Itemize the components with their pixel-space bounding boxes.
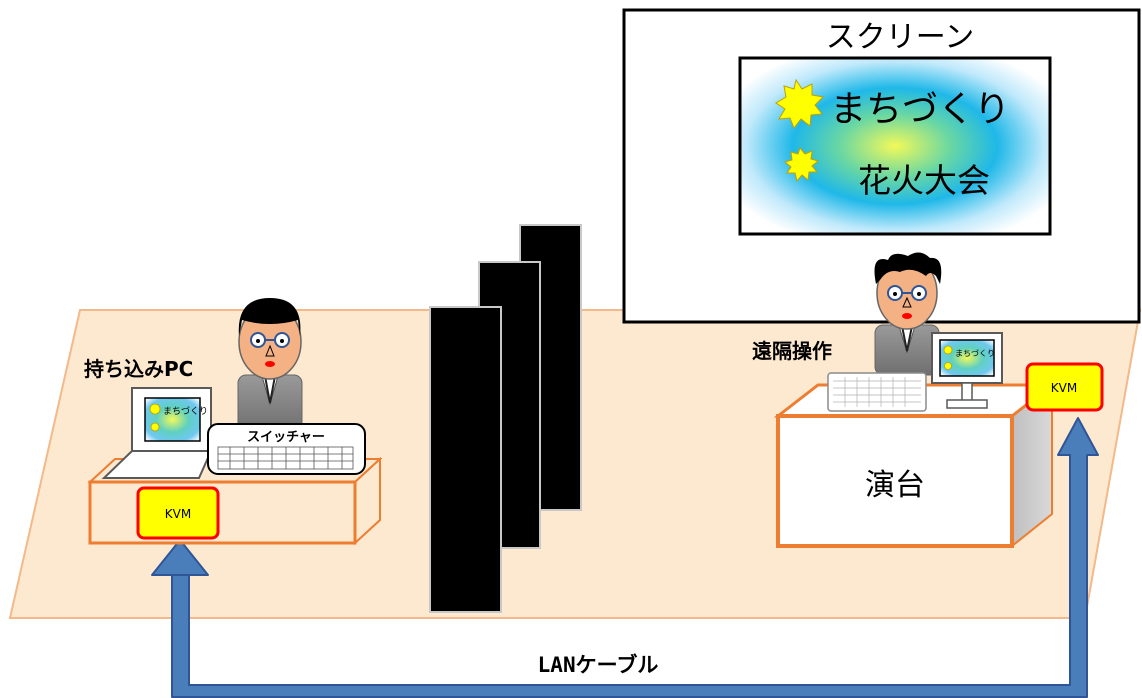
right-kvm: KVM [1025,362,1104,412]
laptop-screen-text: まちづくり [163,406,208,417]
laptop: まちづくり [101,387,213,479]
lan-cable: LANケーブル [151,417,1099,698]
left-kvm-label: KVM [165,507,191,521]
video-switcher: スイッチャー [207,423,366,475]
left-kvm: KVM [136,486,220,540]
slide-title-line1: まちづくり [830,89,1010,130]
keyboard-icon [827,372,927,412]
sun-icon [150,422,160,432]
right-kvm-label: KVM [1051,381,1077,395]
monitor-screen-text: まちづくり [955,349,995,358]
desktop-monitor: まちづくり [931,332,1003,409]
podium-label: 演台 [865,468,925,503]
slide-frame [738,56,1052,236]
lan-cable-arrow [151,417,1099,698]
partition-panel [429,306,502,613]
sun-icon [775,78,825,129]
slide-title-line2: 花火大会 [858,161,990,200]
sun-icon [149,403,161,415]
right-operator [874,252,942,376]
monitor-screen [939,339,995,377]
left-operator [237,298,303,432]
left-station-label: 持ち込みPC [84,357,193,381]
screen-title: スクリーン [826,20,975,55]
sun-icon [943,345,953,355]
right-station-label: 遠隔操作 [752,339,832,363]
switcher-panel [217,446,354,470]
sun-icon [944,362,952,370]
sun-icon [783,146,820,183]
partition-panels [429,224,582,613]
lan-cable-label: LANケーブル [538,653,659,677]
switcher-label: スイッチャー [247,430,325,445]
